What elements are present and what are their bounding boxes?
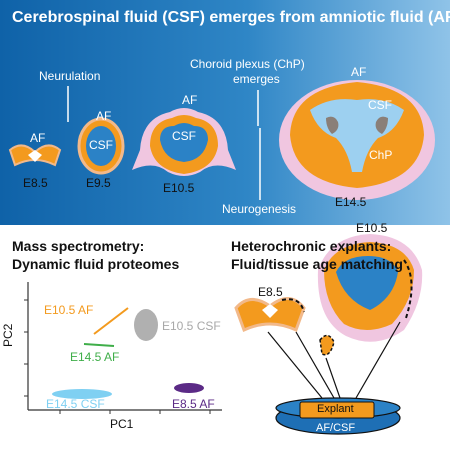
pca-xlabel: PC1 [110,417,134,431]
dish-label: AF/CSF [316,422,356,434]
mass-spec-heading-line2: Dynamic fluid proteomes [12,256,180,272]
e95-af-label: AF [96,109,112,123]
figure-title: Cerebrospinal fluid (CSF) emerges from a… [12,9,450,26]
chp-label-line1: Choroid plexus (ChP) [190,57,305,71]
neurogenesis-label: Neurogenesis [222,202,297,216]
explant-diagram [234,234,423,435]
pca-plot [24,282,222,414]
pca-e145csf-mark [52,389,112,399]
e105-af-label: AF [182,93,198,107]
e105-csf-label: CSF [172,129,196,143]
pca-e105af-mark [93,307,129,335]
pca-ylabel: PC2 [1,323,15,347]
pca-label-e145-csf: E14.5 CSF [46,397,105,411]
pca-e105csf-mark [134,309,158,341]
e145-embryo [279,80,435,200]
e145-af-label: AF [351,65,367,79]
stage-e95: E9.5 [86,176,111,190]
pca-label-e85-af: E8.5 AF [172,397,215,411]
pca-label-e105-af: E10.5 AF [44,303,94,317]
e105-embryo [132,108,236,176]
pca-label-e105-csf: E10.5 CSF [162,319,221,333]
mass-spec-heading-line1: Mass spectrometry: [12,238,145,254]
neurulation-label: Neurulation [39,69,101,83]
chp-label-line2: emerges [233,72,280,86]
stage-e145: E14.5 [335,195,367,209]
e85-embryo [8,144,62,167]
e145-chp-label: ChP [369,148,393,162]
explants-heading-line2: Fluid/tissue age matching [231,256,403,272]
stage-e105: E10.5 [163,181,195,195]
explant-e105-label: E10.5 [356,221,388,235]
explant-label: Explant [317,403,354,415]
pca-e85af-mark [174,383,204,393]
explants-heading-line1: Heterochronic explants: [231,238,392,254]
e95-embryo [77,117,125,175]
e145-csf-label: CSF [368,98,392,112]
explant-e85-label: E8.5 [258,285,283,299]
pca-e145af-mark [83,343,115,347]
e85-af-label: AF [30,131,46,145]
pca-label-e145-af: E14.5 AF [70,350,120,364]
stage-e85: E8.5 [23,176,48,190]
explant-tissue [299,401,375,419]
e95-csf-label: CSF [89,138,113,152]
